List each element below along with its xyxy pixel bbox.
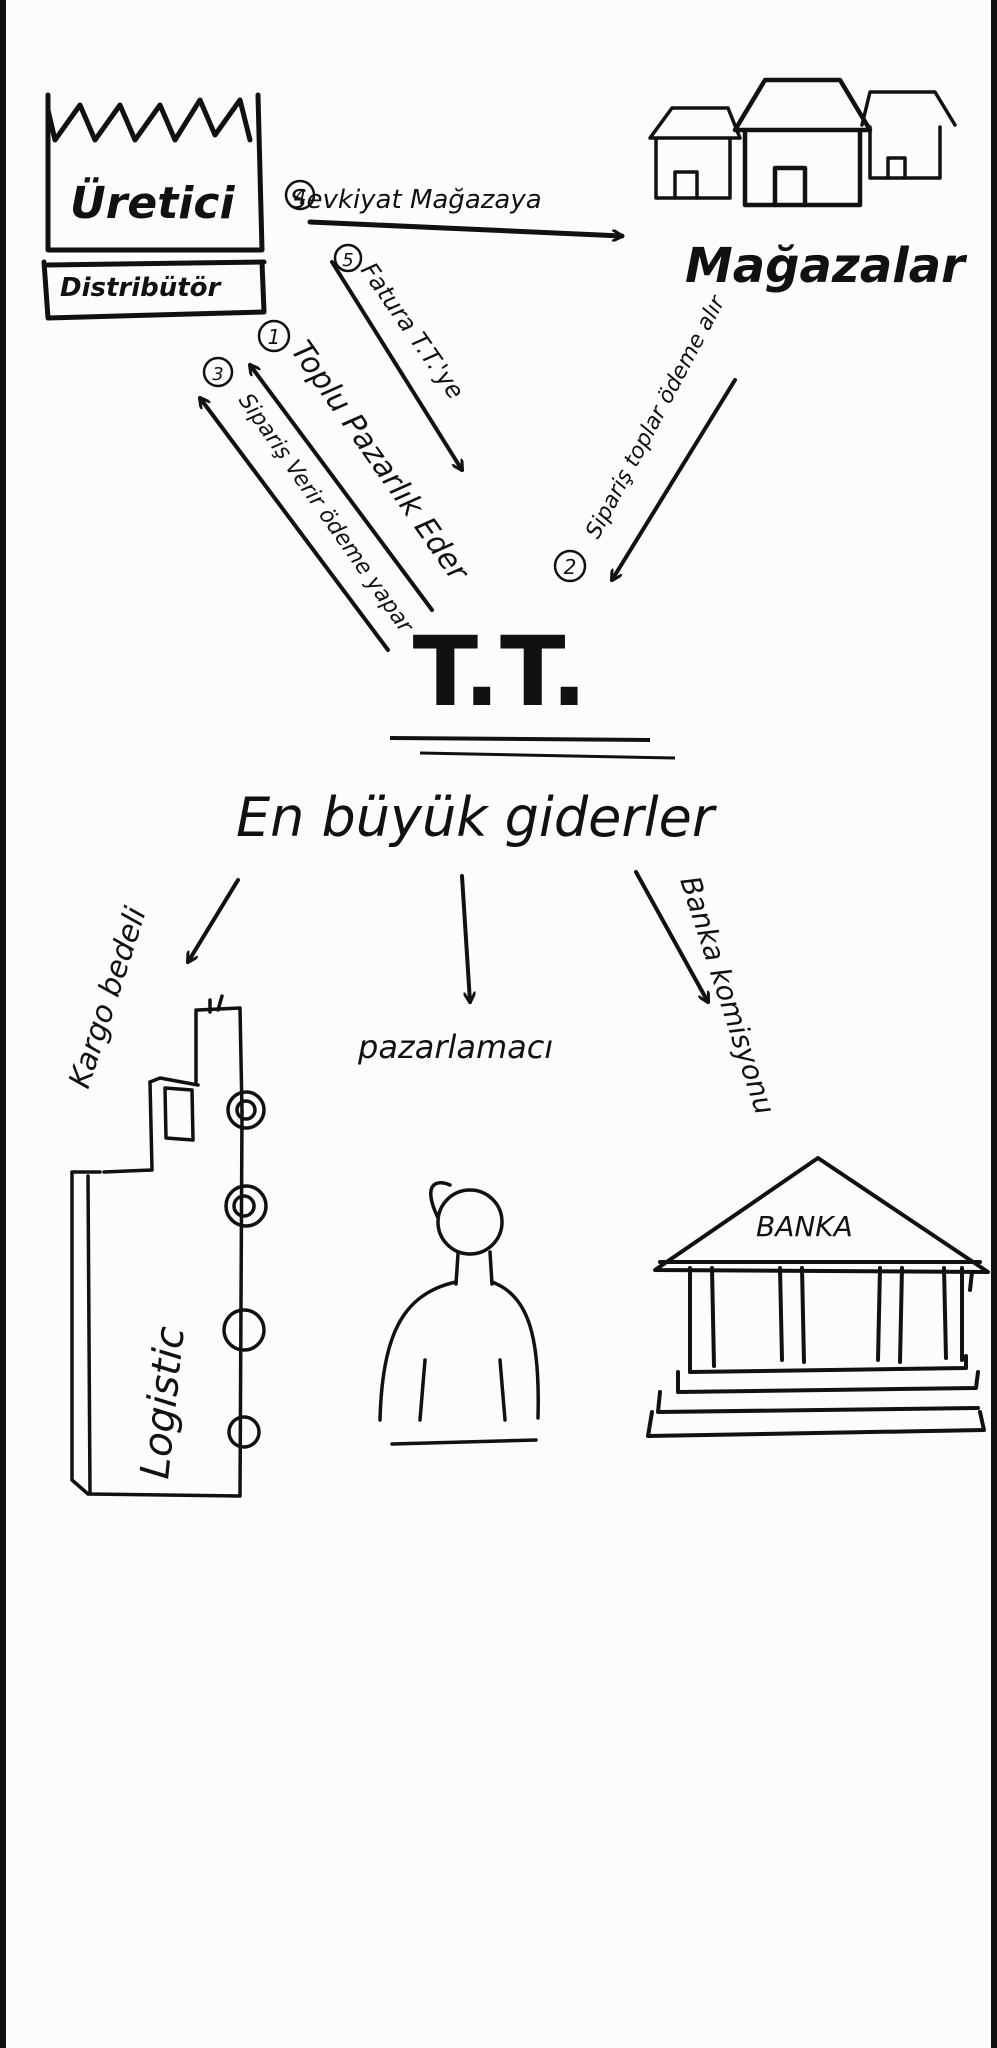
bank-commission-label: Banka komisyonu xyxy=(673,872,781,1119)
person-icon xyxy=(378,1181,540,1446)
step1-number: 1 xyxy=(268,325,281,349)
arrow-invoice xyxy=(330,260,462,470)
marketer-label: pazarlamacı xyxy=(357,1028,553,1066)
cargo-label: Kargo bedeli xyxy=(62,902,154,1092)
step3-number: 3 xyxy=(212,364,223,385)
producer-subtitle: Distribütör xyxy=(60,273,223,303)
center-underline-2 xyxy=(419,751,676,760)
arrow-shipment xyxy=(307,219,625,236)
shops-icon xyxy=(648,77,957,208)
stores-title: Mağazalar xyxy=(685,238,968,294)
step5-label: Fatura T.T.'ye xyxy=(355,257,470,404)
bank-icon xyxy=(646,1156,990,1438)
arrow-marketer xyxy=(460,874,470,1002)
step2-badge: 2 xyxy=(553,549,587,583)
producer-title: Üretici xyxy=(70,176,235,229)
arrow-negotiation xyxy=(250,365,434,612)
step4-badge: 4 xyxy=(284,179,316,211)
step5-badge: 5 xyxy=(333,243,363,273)
arrow-cargo xyxy=(188,878,240,962)
step5-number: 5 xyxy=(342,250,353,271)
step1-badge: 1 xyxy=(257,319,291,353)
step4-label: Sevkiyat Mağazaya xyxy=(290,185,542,215)
factory-icon xyxy=(41,92,267,321)
step3-badge: 3 xyxy=(202,356,234,388)
step2-number: 2 xyxy=(564,555,577,579)
expenses-title: En büyük giderler xyxy=(236,786,717,849)
arrow-order xyxy=(200,398,390,652)
right-border xyxy=(991,0,997,2048)
arrow-collect xyxy=(612,378,737,580)
center-underline-1 xyxy=(389,736,651,742)
truck-icon xyxy=(70,994,268,1498)
arrow-bank xyxy=(634,870,708,1002)
step4-number: 4 xyxy=(294,185,307,209)
bank-label: BANKA xyxy=(756,1210,853,1243)
step3-label: Sipariş Verir ödeme yapar xyxy=(233,389,418,639)
center-title: T.T. xyxy=(413,616,588,728)
left-border xyxy=(0,0,6,2048)
truck-label: Logistic xyxy=(132,1324,194,1481)
